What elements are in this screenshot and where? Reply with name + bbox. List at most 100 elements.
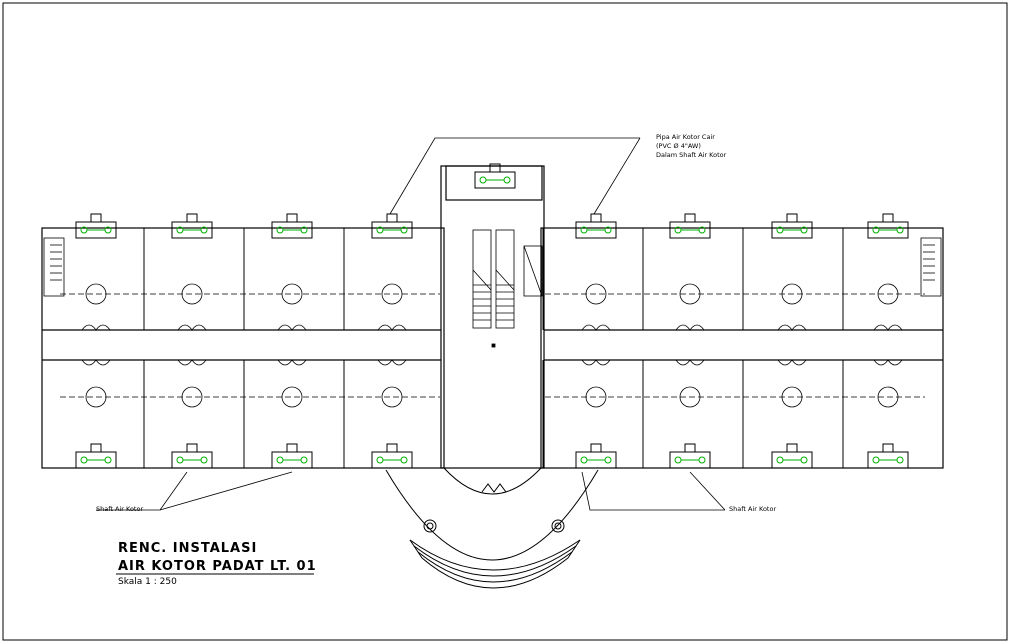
toilet-shaft-top <box>371 213 413 239</box>
shaft-duct <box>186 443 198 453</box>
column-symbol <box>181 386 203 408</box>
door-swing <box>81 359 111 366</box>
toilet-shaft-bottom <box>867 443 909 469</box>
toilet-shaft-bottom <box>669 443 711 469</box>
building-outline <box>41 165 944 469</box>
shaft-duct <box>286 443 298 453</box>
pipe-note-line2: (PVC Ø 4"AW) <box>656 142 701 150</box>
shaft-duct <box>590 213 602 223</box>
fixture-basin <box>698 456 706 464</box>
fixture-wc <box>479 176 487 184</box>
toilet-shafts <box>75 163 909 469</box>
column-symbol <box>281 283 303 305</box>
shaft-duct <box>90 443 102 453</box>
column-symbol <box>781 386 803 408</box>
toilet-shaft-bottom <box>271 443 313 469</box>
drawing-scale: Skala 1 : 250 <box>118 577 177 587</box>
leader-lines <box>96 137 726 511</box>
shaft-duct <box>386 213 398 223</box>
toilet-shaft-bottom <box>575 443 617 469</box>
fixture-basin <box>503 176 511 184</box>
fixture-wc <box>580 456 588 464</box>
toilet-shaft-top <box>271 213 313 239</box>
column-symbol <box>585 386 607 408</box>
fixture-wc <box>776 456 784 464</box>
toilet-shaft-top <box>867 213 909 239</box>
door-swing <box>177 359 207 366</box>
axis-lines <box>60 293 925 398</box>
fixture-basin <box>200 456 208 464</box>
shaft-duct <box>882 443 894 453</box>
central-staircase <box>472 229 543 348</box>
toilet-shaft-top <box>575 213 617 239</box>
door-swing <box>675 359 705 366</box>
fixture-basin <box>300 456 308 464</box>
toilet-shaft-bottom <box>171 443 213 469</box>
column-symbol <box>877 386 899 408</box>
fixture-wc <box>276 456 284 464</box>
room-dividers <box>41 228 944 468</box>
fixture-basin <box>604 456 612 464</box>
shaft-duct <box>90 213 102 223</box>
shaft-duct <box>286 213 298 223</box>
column-symbol <box>85 386 107 408</box>
end-stairs <box>43 237 942 297</box>
column-symbol <box>85 283 107 305</box>
fixture-wc <box>674 456 682 464</box>
door-swing <box>873 359 903 366</box>
shaft-label-left: Shaft Air Kotor <box>96 505 143 513</box>
pipe-note-line1: Pipa Air Kotor Cair <box>656 133 715 141</box>
column-symbol <box>679 386 701 408</box>
column-symbol <box>781 283 803 305</box>
door-swing <box>777 359 807 366</box>
fixture-wc <box>176 456 184 464</box>
toilet-shaft-annex <box>474 163 516 189</box>
door-swing <box>377 359 407 366</box>
shaft-label-right: Shaft Air Kotor <box>729 505 776 513</box>
shaft-duct <box>489 163 501 173</box>
door-swing <box>277 359 307 366</box>
column-symbol <box>181 283 203 305</box>
fixture-basin <box>896 456 904 464</box>
fixture-wc <box>376 456 384 464</box>
column-symbol <box>877 283 899 305</box>
toilet-shaft-top <box>75 213 117 239</box>
column-symbol <box>381 386 403 408</box>
toilet-shaft-bottom <box>75 443 117 469</box>
shaft-duct <box>882 213 894 223</box>
drawing-title-line1: RENC. INSTALASI <box>118 541 257 556</box>
shaft-duct <box>386 443 398 453</box>
toilet-shaft-top <box>669 213 711 239</box>
toilet-shaft-top <box>771 213 813 239</box>
door-swings <box>81 283 903 408</box>
shaft-duct <box>786 213 798 223</box>
door-swing <box>581 324 611 331</box>
column-symbol <box>381 283 403 305</box>
column-symbol <box>585 283 607 305</box>
shaft-duct <box>186 213 198 223</box>
shaft-duct <box>590 443 602 453</box>
door-swing <box>277 324 307 331</box>
door-swing <box>177 324 207 331</box>
column-symbol <box>679 283 701 305</box>
door-swing <box>377 324 407 331</box>
door-swing <box>873 324 903 331</box>
fixture-wc <box>80 456 88 464</box>
fixture-basin <box>400 456 408 464</box>
door-swing <box>581 359 611 366</box>
toilet-shaft-bottom <box>771 443 813 469</box>
fixture-wc <box>872 456 880 464</box>
pipe-note-line3: Dalam Shaft Air Kotor <box>656 151 727 159</box>
fixture-basin <box>104 456 112 464</box>
toilet-shaft-bottom <box>371 443 413 469</box>
column-symbol <box>281 386 303 408</box>
door-swing <box>675 324 705 331</box>
entrance-canopy <box>385 467 599 589</box>
door-swing <box>777 324 807 331</box>
door-swing <box>81 324 111 331</box>
fixture-basin <box>800 456 808 464</box>
drawing-title-line2: AIR KOTOR PADAT LT. 01 <box>118 559 317 574</box>
toilet-shaft-top <box>171 213 213 239</box>
